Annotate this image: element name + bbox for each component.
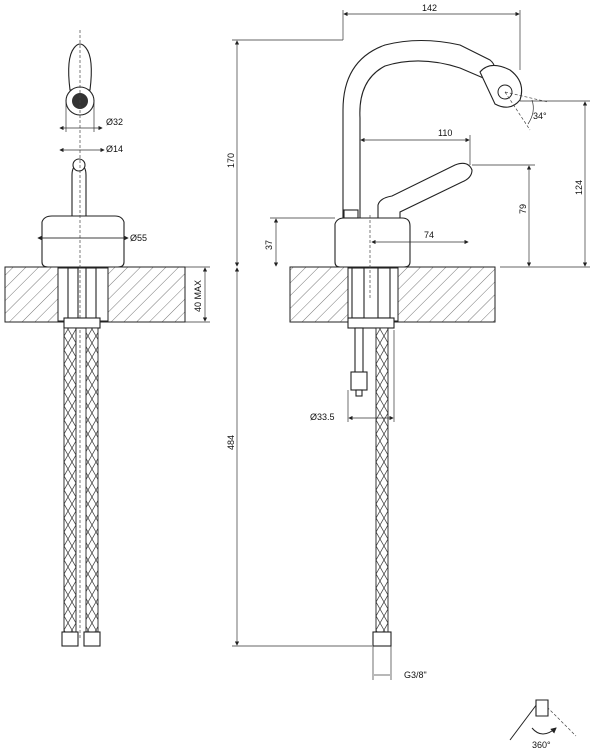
- front-lever: [71, 164, 87, 217]
- side-lever: [377, 162, 473, 219]
- dim-side-total-height: 170: [226, 153, 236, 168]
- dim-front-base-diameter: Ø55: [130, 233, 147, 243]
- front-hose-right: [85, 327, 99, 634]
- rotation-icon: 360°: [509, 699, 577, 750]
- dim-side-lever-reach: 110: [438, 128, 452, 138]
- dim-front-lever-diameter: Ø14: [106, 144, 123, 154]
- rotation-label: 360°: [532, 740, 551, 749]
- dim-side-body-height: 37: [264, 240, 274, 250]
- dim-side-outlet-height: 124: [574, 180, 584, 195]
- dim-side-hose-length: 484: [226, 435, 236, 450]
- dim-front-spout-diameter: Ø32: [106, 117, 123, 127]
- side-base-body: [334, 217, 411, 268]
- dim-side-lever-height: 79: [518, 204, 528, 214]
- dim-side-projection: 142: [422, 3, 437, 13]
- front-deck-hole: [57, 267, 109, 322]
- front-view: Ø32 Ø14 Ø55 40 MAX: [4, 30, 210, 647]
- side-view: 142 170 484 37 110 74 79 124 34°: [226, 3, 590, 680]
- dim-front-deck-max: 40 MAX: [193, 280, 203, 312]
- dim-side-connection: G3/8": [404, 670, 427, 680]
- dim-side-spout-angle: 34°: [533, 111, 547, 121]
- side-hose: [375, 327, 389, 634]
- front-base-body: [41, 215, 125, 268]
- dim-side-shank-diameter: Ø33.5: [310, 412, 335, 422]
- front-hose-left: [63, 327, 77, 634]
- dim-side-lever-length: 74: [424, 230, 434, 240]
